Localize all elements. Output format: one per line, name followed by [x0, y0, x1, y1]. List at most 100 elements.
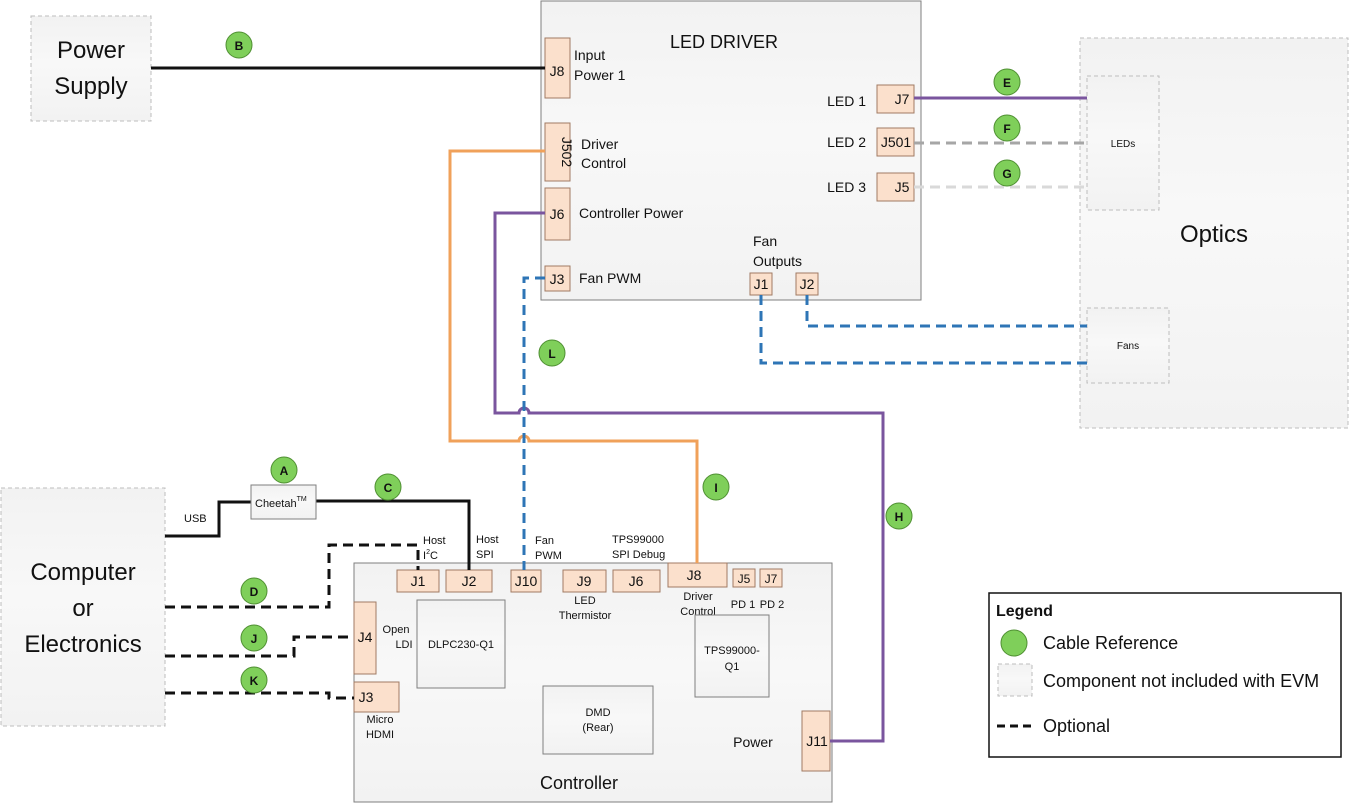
controller-power-label: Controller Power [579, 205, 684, 221]
badge-b-letter: B [235, 39, 244, 53]
leds-label: LEDs [1111, 139, 1135, 150]
cable-usb [165, 500, 251, 538]
computer-box: Computer or Electronics [0, 487, 166, 727]
badge-a: A [270, 456, 298, 484]
fan-outputs-label-line1: Fan [753, 233, 777, 249]
led-driver-j502-connector [544, 122, 571, 182]
dlpc-label: DLPC230-Q1 [428, 639, 494, 651]
fan-pwm-ctrl-label-line2: PWM [535, 550, 562, 562]
power-supply-label-line2: Supply [54, 73, 127, 100]
led3-label: LED 3 [827, 179, 866, 195]
legend-optional: Optional [1043, 716, 1110, 736]
badge-g: G [993, 159, 1021, 187]
badge-f-letter: F [1003, 122, 1010, 136]
fans-box [1086, 307, 1170, 384]
led-driver-j8-connector [544, 37, 571, 99]
led2-label: LED 2 [827, 134, 866, 150]
dmd-chip [542, 685, 654, 755]
led-driver-j5-connector [876, 172, 915, 202]
pd2-label: PD 2 [760, 599, 784, 611]
badge-j: J [240, 624, 268, 652]
led-driver-title: LED DRIVER [670, 32, 778, 52]
led-driver-j5-label: J5 [895, 179, 910, 195]
led-thermistor-label-line2: Thermistor [559, 610, 612, 622]
badge-k-letter: K [250, 674, 259, 688]
cables [151, 66, 1087, 743]
optics-label: Optics [1180, 221, 1248, 248]
micro-hdmi-label-line2: HDMI [366, 729, 394, 741]
led-driver-j502-label: J502 [559, 137, 575, 168]
controller-j2-label: J2 [462, 573, 477, 589]
host-i2c-label-line1: Host [423, 535, 446, 547]
cable-fan1 [759, 295, 1087, 365]
legend-badge-icon [1000, 629, 1028, 657]
led-driver-j6-label: J6 [550, 206, 565, 222]
controller-j6-connector [612, 569, 661, 593]
dmd-label-line1: DMD [585, 707, 610, 719]
power-supply-box: Power Supply [30, 15, 152, 122]
led1-label: LED 1 [827, 93, 866, 109]
badge-i-letter: I [714, 481, 717, 495]
badge-c: C [374, 473, 402, 501]
controller-j7-label: J7 [765, 572, 778, 586]
badge-d: D [240, 577, 268, 605]
input-power-label-line2: Power 1 [574, 67, 626, 83]
controller-j9-connector [562, 569, 607, 593]
computer-label-line2: or [72, 595, 93, 622]
led-driver-j6-connector [544, 187, 571, 241]
legend: Legend Cable Reference Component not inc… [988, 592, 1342, 758]
cheetah-adapter: CheetahTM [250, 484, 317, 520]
dmd-label-line2: (Rear) [582, 722, 613, 734]
cable-c-host-spi [316, 499, 471, 570]
tps-debug-label-line1: TPS99000 [612, 534, 664, 546]
controller-j4-connector [353, 601, 377, 675]
cable-k-micro-hdmi [165, 691, 354, 700]
controller-j8-label: J8 [687, 567, 702, 583]
tps99000-label-line2: Q1 [725, 661, 740, 673]
controller-j9-label: J9 [577, 573, 592, 589]
cable-j-open-ldi [165, 635, 354, 658]
led-driver-j1-label: J1 [754, 276, 769, 292]
input-power-label-line1: Input [574, 47, 605, 63]
badge-j-letter: J [251, 632, 258, 646]
badge-b: B [225, 31, 253, 59]
computer-label-line1: Computer [30, 559, 135, 586]
fan-pwm-ctrl-label-line1: Fan [535, 535, 554, 547]
pd1-label: PD 1 [731, 599, 755, 611]
tps-debug-label-line2: SPI Debug [612, 549, 665, 561]
cheetah-label: CheetahTM [255, 496, 307, 510]
legend-title: Legend [996, 603, 1053, 620]
controller-j10-connector [510, 569, 542, 593]
dlpc-chip [416, 599, 506, 689]
open-ldi-label-line2: LDI [395, 639, 412, 651]
badge-k: K [240, 666, 268, 694]
legend-dashed-box-icon [997, 663, 1033, 697]
controller-j1-label: J1 [411, 573, 426, 589]
led-driver-j2-label: J2 [800, 276, 815, 292]
legend-not-included: Component not included with EVM [1043, 671, 1319, 691]
micro-hdmi-label-line1: Micro [367, 714, 394, 726]
badge-f: F [993, 114, 1021, 142]
host-spi-label-line1: Host [476, 534, 499, 546]
legend-cable-reference: Cable Reference [1043, 633, 1178, 653]
badge-g-letter: G [1002, 167, 1011, 181]
cable-l-fan-pwm [522, 276, 545, 570]
controller-j6-label: J6 [629, 573, 644, 589]
led-driver-j7-label: J7 [895, 91, 910, 107]
badge-c-letter: C [384, 481, 393, 495]
controller-j5-label: J5 [738, 572, 751, 586]
led-driver-j501-connector [876, 127, 915, 157]
tps99000-chip [694, 614, 770, 698]
controller-j7-connector [759, 568, 783, 588]
open-ldi-label-line1: Open [383, 624, 410, 636]
badge-a-letter: A [280, 464, 289, 478]
controller-j8-connector [667, 562, 728, 588]
led-driver-j8-label: J8 [550, 63, 565, 79]
badge-h: H [885, 502, 913, 530]
driver-control-label-line2: Control [581, 155, 626, 171]
controller-j11-label: J11 [806, 733, 828, 749]
cable-d-host-i2c [165, 543, 420, 609]
controller-j11-connector [801, 710, 831, 772]
badge-h-letter: H [895, 510, 904, 524]
